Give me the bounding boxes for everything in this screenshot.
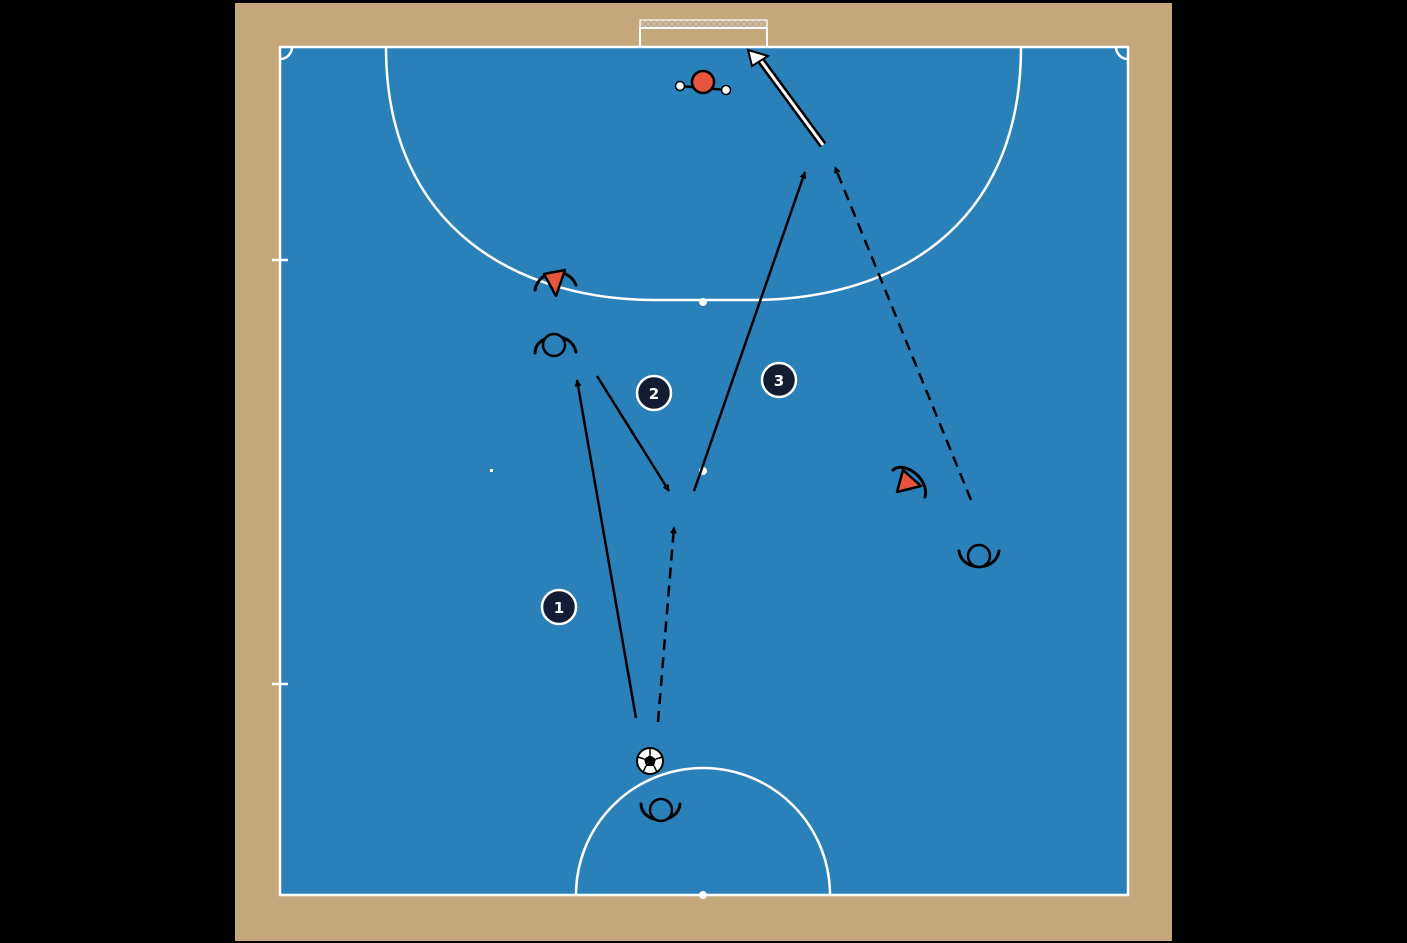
movement-arrows bbox=[574, 166, 973, 723]
step-marker-2: 2 bbox=[635, 374, 673, 412]
pass-arrow-1 bbox=[656, 526, 677, 723]
penalty-spot bbox=[699, 298, 707, 306]
center-circle-arc bbox=[574, 766, 832, 896]
run-arrow-3 bbox=[692, 171, 807, 492]
player-icon bbox=[957, 543, 1001, 569]
step-number: 3 bbox=[774, 372, 784, 390]
player-icon bbox=[533, 332, 578, 358]
defender-red bbox=[533, 268, 578, 298]
corner-arc-top-right bbox=[1114, 46, 1129, 61]
step-marker-1: 1 bbox=[540, 588, 578, 626]
defender-red bbox=[891, 465, 928, 499]
football-icon bbox=[636, 747, 664, 775]
shot-arrow bbox=[746, 48, 827, 148]
player-icon bbox=[639, 797, 682, 823]
goal-net-icon bbox=[639, 19, 768, 47]
goalkeeper-red bbox=[674, 69, 732, 96]
step-number: 1 bbox=[554, 599, 564, 617]
step-number: 2 bbox=[649, 385, 659, 403]
run-arrow-1 bbox=[574, 379, 638, 719]
run-arrow-2 bbox=[595, 375, 671, 492]
center-spot bbox=[699, 891, 707, 899]
step-marker-3: 3 bbox=[760, 361, 798, 399]
pass-arrow-3 bbox=[833, 166, 973, 501]
corner-arc-top-left bbox=[279, 46, 294, 61]
small-side-mark bbox=[490, 469, 493, 472]
